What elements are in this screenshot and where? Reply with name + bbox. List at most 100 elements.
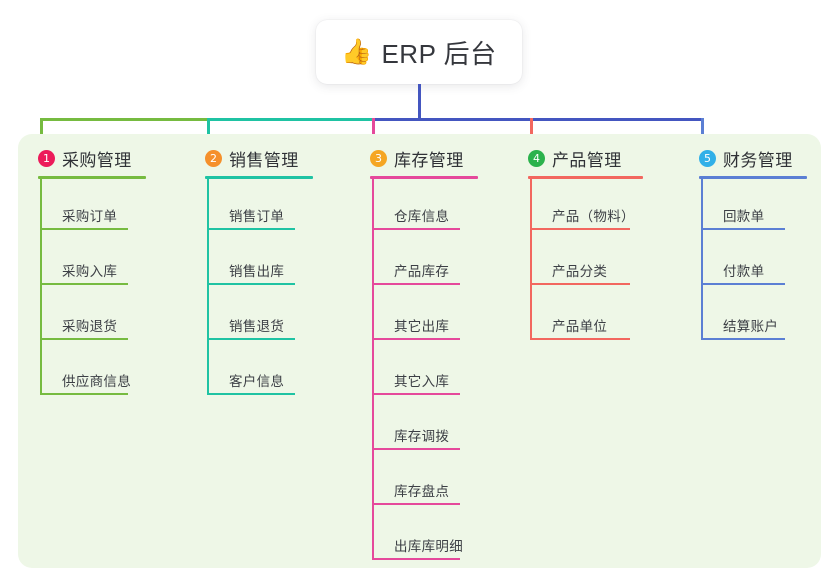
leaf-item-underline xyxy=(40,283,128,285)
column-spine-4 xyxy=(530,179,532,340)
column-badge-4: 4 xyxy=(528,150,545,167)
leaf-item-label: 销售出库 xyxy=(229,264,285,279)
column-spine-1 xyxy=(40,179,42,395)
connector-drop-4 xyxy=(530,118,533,140)
leaf-item-label: 产品分类 xyxy=(552,264,608,279)
leaf-item-underline xyxy=(530,338,630,340)
leaf-item[interactable]: 库存调拨 xyxy=(372,424,460,450)
leaf-item[interactable]: 仓库信息 xyxy=(372,204,460,230)
leaf-item[interactable]: 库存盘点 xyxy=(372,479,460,505)
column-badge-5: 5 xyxy=(699,150,716,167)
leaf-item[interactable]: 结算账户 xyxy=(701,314,785,340)
column-underline-4 xyxy=(528,176,643,179)
leaf-item-underline xyxy=(530,228,630,230)
leaf-item-underline xyxy=(372,283,460,285)
leaf-item-underline xyxy=(40,338,128,340)
connector-drop-3 xyxy=(372,118,375,140)
leaf-item-underline xyxy=(372,338,460,340)
column-title-3: 库存管理 xyxy=(394,151,464,170)
leaf-item[interactable]: 采购订单 xyxy=(40,204,128,230)
leaf-item-underline xyxy=(372,448,460,450)
leaf-item[interactable]: 产品单位 xyxy=(530,314,630,340)
leaf-item-label: 仓库信息 xyxy=(394,209,450,224)
connector-bar-segment-1 xyxy=(40,118,210,121)
column-title-5: 财务管理 xyxy=(723,151,793,170)
leaf-item[interactable]: 采购入库 xyxy=(40,259,128,285)
root-node[interactable]: 👍 ERP 后台 xyxy=(316,20,522,84)
column-underline-2 xyxy=(205,176,313,179)
leaf-item[interactable]: 产品（物料） xyxy=(530,204,635,230)
leaf-item[interactable]: 产品分类 xyxy=(530,259,630,285)
connector-bar-segment-4 xyxy=(530,118,704,121)
column-spine-5 xyxy=(701,179,703,340)
leaf-item-label: 出库库明细 xyxy=(394,539,463,554)
leaf-item-label: 库存盘点 xyxy=(394,484,450,499)
leaf-item-underline xyxy=(701,283,785,285)
leaf-item-label: 付款单 xyxy=(723,264,765,279)
leaf-item-underline xyxy=(207,338,295,340)
leaf-item[interactable]: 采购退货 xyxy=(40,314,128,340)
leaf-item-label: 客户信息 xyxy=(229,374,285,389)
leaf-item-underline xyxy=(372,228,460,230)
connector-bar-segment-2 xyxy=(207,118,375,121)
leaf-item-label: 其它入库 xyxy=(394,374,450,389)
leaf-item[interactable]: 产品库存 xyxy=(372,259,460,285)
leaf-item-underline xyxy=(701,228,785,230)
leaf-item[interactable]: 销售出库 xyxy=(207,259,295,285)
connector-drop-2 xyxy=(207,118,210,140)
column-header-1[interactable]: 1 采购管理 xyxy=(38,146,132,171)
connector-bar-segment-3 xyxy=(372,118,533,121)
column-header-5[interactable]: 5 财务管理 xyxy=(699,146,793,171)
leaf-item-label: 产品单位 xyxy=(552,319,608,334)
leaf-item[interactable]: 销售退货 xyxy=(207,314,295,340)
leaf-item-label: 产品库存 xyxy=(394,264,450,279)
column-underline-5 xyxy=(699,176,807,179)
column-title-2: 销售管理 xyxy=(229,151,299,170)
trunk-line xyxy=(418,84,421,121)
connector-drop-5 xyxy=(701,118,704,140)
leaf-item-label: 采购退货 xyxy=(62,319,118,334)
leaf-item-label: 供应商信息 xyxy=(62,374,131,389)
leaf-item-label: 销售订单 xyxy=(229,209,285,224)
column-badge-2: 2 xyxy=(205,150,222,167)
leaf-item-underline xyxy=(40,228,128,230)
column-title-4: 产品管理 xyxy=(552,151,622,170)
leaf-item[interactable]: 出库库明细 xyxy=(372,534,463,560)
leaf-item-label: 结算账户 xyxy=(723,319,779,334)
leaf-item-underline xyxy=(372,393,460,395)
column-underline-3 xyxy=(370,176,478,179)
column-header-3[interactable]: 3 库存管理 xyxy=(370,146,464,171)
leaf-item-label: 回款单 xyxy=(723,209,765,224)
leaf-item-label: 产品（物料） xyxy=(552,209,635,224)
leaf-item-underline xyxy=(530,283,630,285)
leaf-item-underline xyxy=(207,283,295,285)
leaf-item-underline xyxy=(207,228,295,230)
connector-drop-1 xyxy=(40,118,43,140)
column-badge-3: 3 xyxy=(370,150,387,167)
leaf-item[interactable]: 回款单 xyxy=(701,204,785,230)
column-badge-1: 1 xyxy=(38,150,55,167)
leaf-item-label: 采购入库 xyxy=(62,264,118,279)
column-header-2[interactable]: 2 销售管理 xyxy=(205,146,299,171)
column-title-1: 采购管理 xyxy=(62,151,132,170)
leaf-item[interactable]: 其它出库 xyxy=(372,314,460,340)
leaf-item-underline xyxy=(207,393,295,395)
column-spine-3 xyxy=(372,179,374,560)
leaf-item-label: 销售退货 xyxy=(229,319,285,334)
leaf-item[interactable]: 供应商信息 xyxy=(40,369,131,395)
leaf-item-label: 库存调拨 xyxy=(394,429,450,444)
leaf-item-underline xyxy=(372,558,460,560)
leaf-item[interactable]: 客户信息 xyxy=(207,369,295,395)
leaf-item[interactable]: 销售订单 xyxy=(207,204,295,230)
leaf-item[interactable]: 付款单 xyxy=(701,259,785,285)
column-underline-1 xyxy=(38,176,146,179)
leaf-item[interactable]: 其它入库 xyxy=(372,369,460,395)
column-header-4[interactable]: 4 产品管理 xyxy=(528,146,622,171)
leaf-item-underline xyxy=(701,338,785,340)
diagram-panel: 1 采购管理采购订单采购入库采购退货供应商信息 2 销售管理销售订单销售出库销售退货客… xyxy=(18,134,821,568)
leaf-item-underline xyxy=(40,393,128,395)
leaf-item-underline xyxy=(372,503,460,505)
thumbs-up-icon: 👍 xyxy=(341,37,373,66)
root-title: ERP 后台 xyxy=(381,38,497,69)
leaf-item-label: 采购订单 xyxy=(62,209,118,224)
